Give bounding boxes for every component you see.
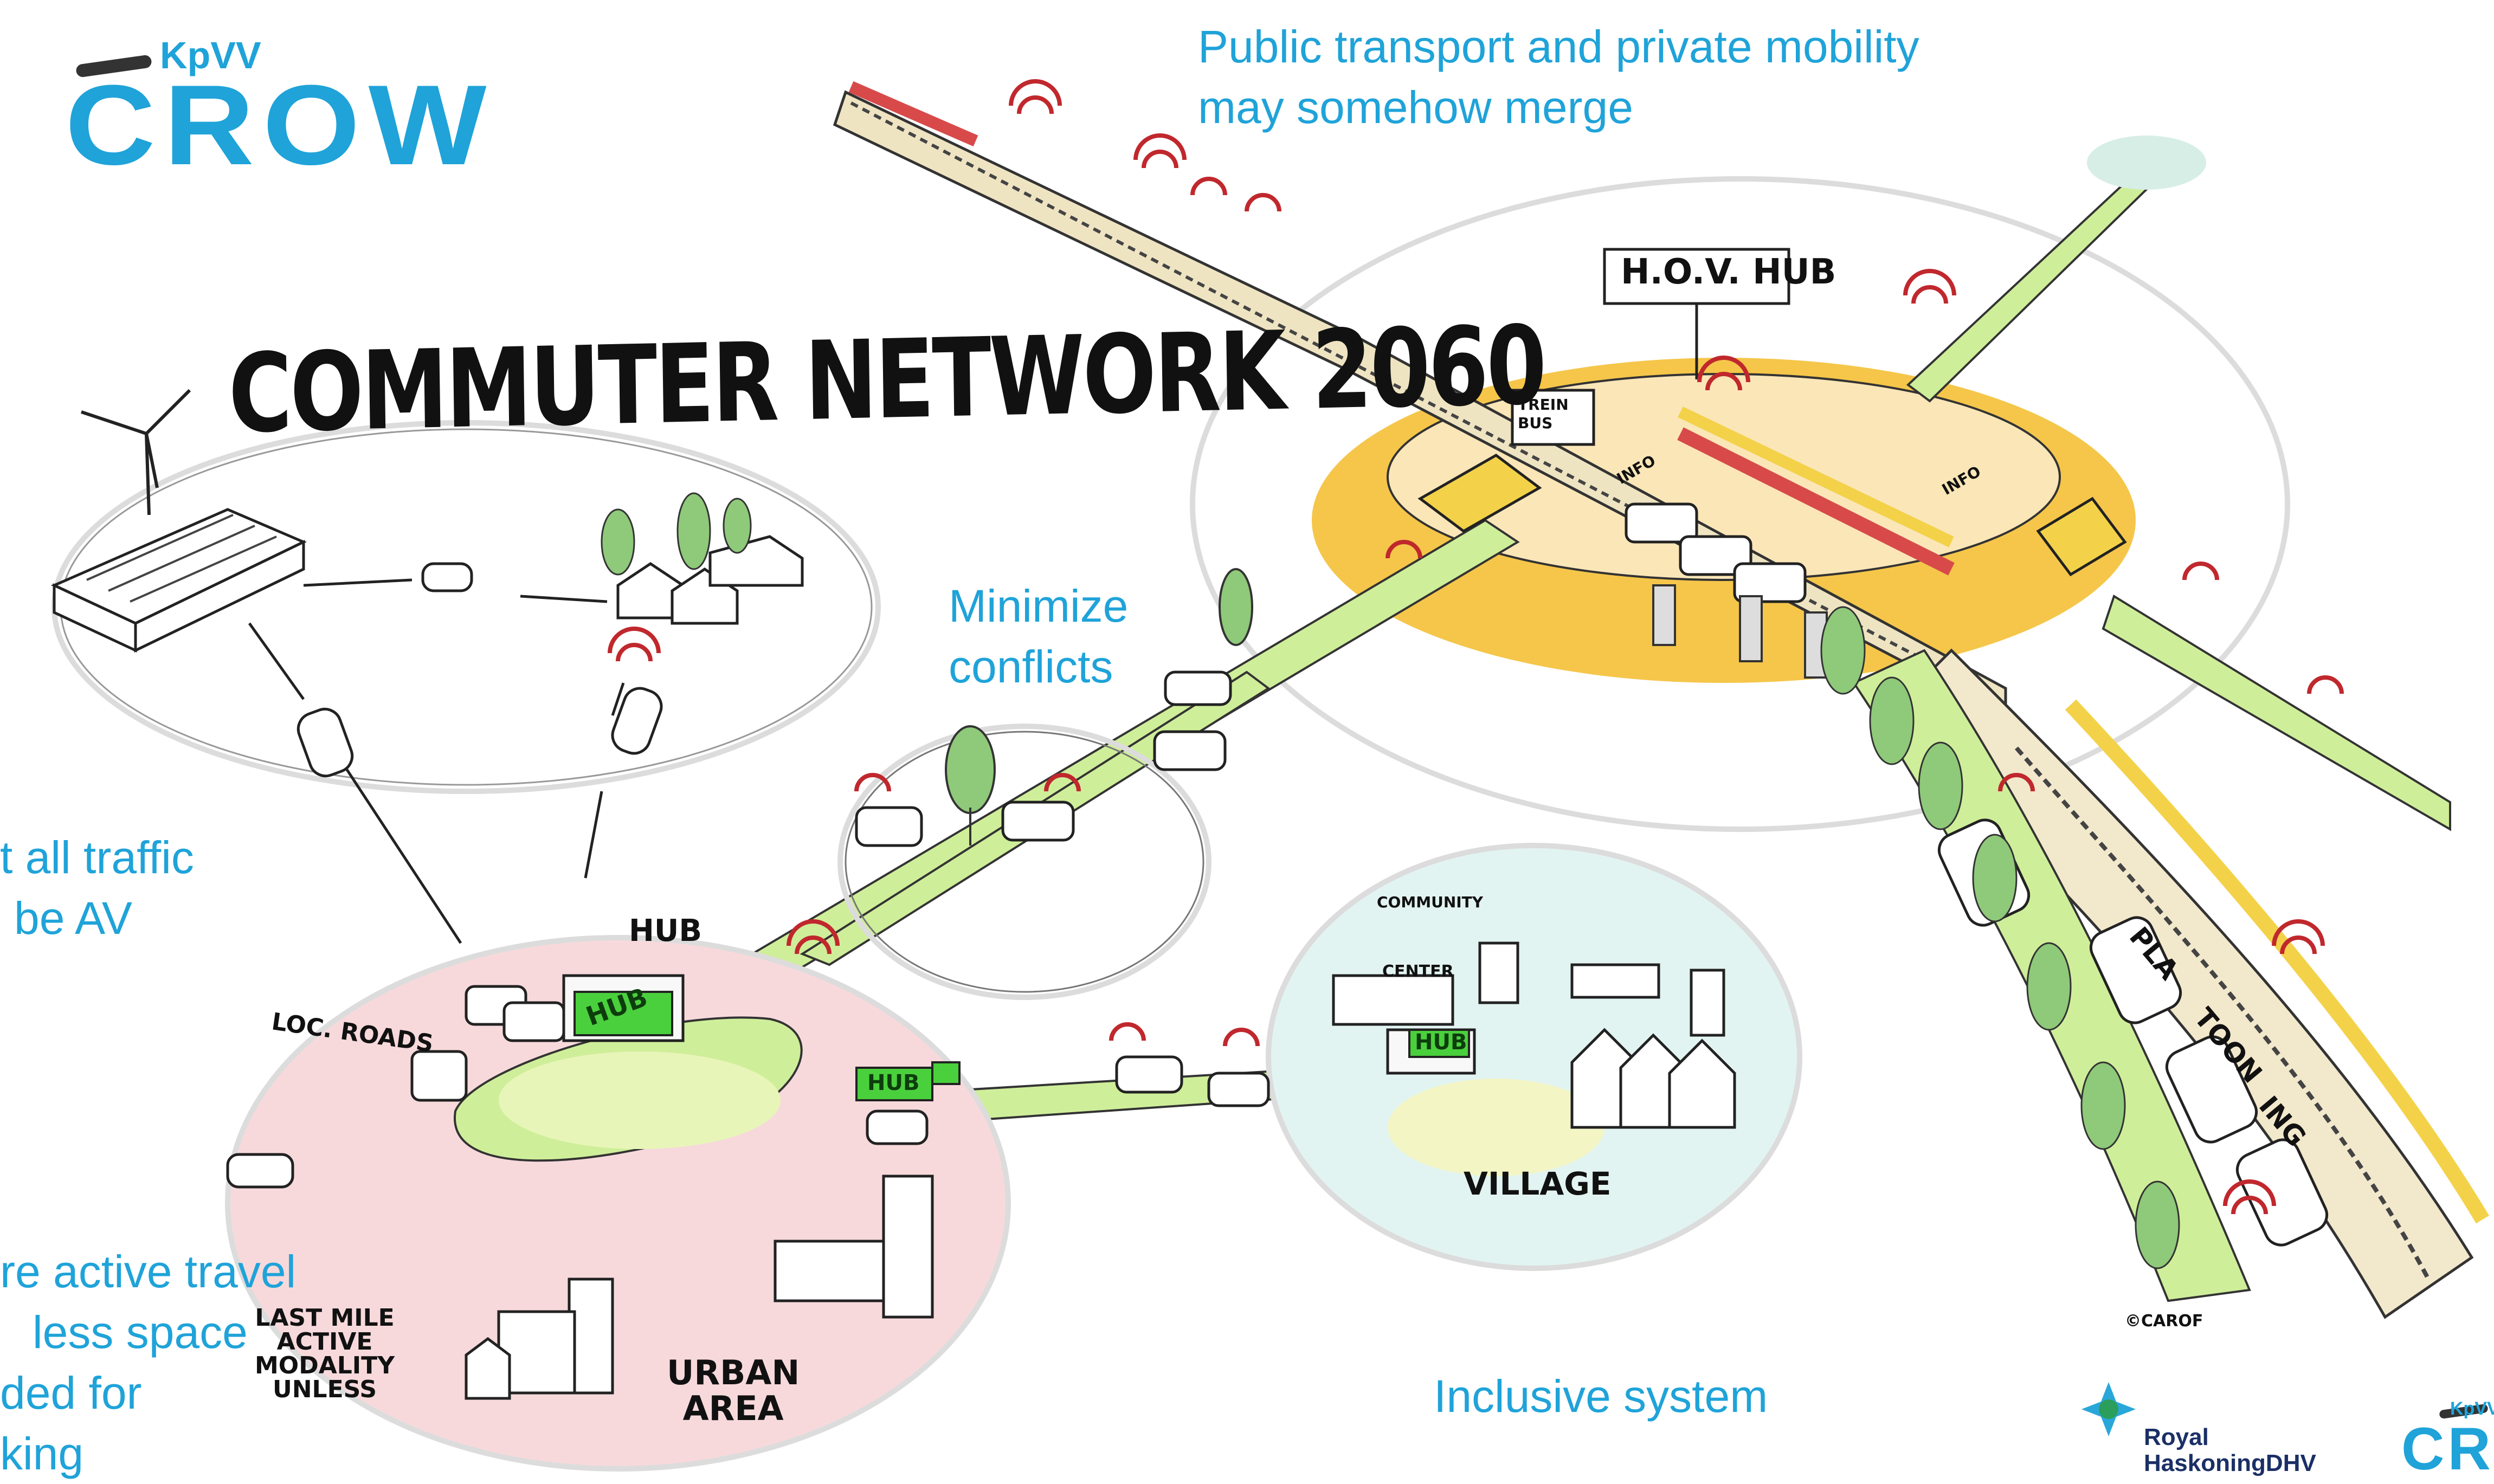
- av-lane-east: [2102, 594, 2451, 831]
- label-line: BUS: [1518, 414, 1553, 432]
- annotation-line: re active travel: [0, 1246, 297, 1297]
- annotation-line: less space: [33, 1307, 248, 1358]
- royal-haskoning-line: HaskoningDHV: [2144, 1450, 2316, 1476]
- wind-turbine-icon: [81, 389, 191, 515]
- annotation-public-transport: Public transport and private mobility ma…: [1198, 16, 1919, 138]
- label-community: COMMUNITY: [1377, 893, 1484, 911]
- label-urban-area: URBAN AREA: [667, 1355, 800, 1427]
- label-hov-hub: H.O.V. HUB: [1621, 252, 1836, 292]
- annotation-line: be AV: [14, 893, 132, 944]
- label-line: MODALITY: [255, 1352, 395, 1379]
- hub-shelter-lane: [855, 1061, 961, 1101]
- label-line: ACTIVE: [276, 1328, 373, 1356]
- royal-haskoning-logo: Royal HaskoningDHV: [2144, 1424, 2316, 1476]
- label-line: AREA: [682, 1389, 784, 1428]
- artist-signature: ©CAROF: [2125, 1312, 2203, 1331]
- annotation-active-travel: re active travel less space ded for king: [0, 1241, 296, 1484]
- annotation-all-traffic-av: t all traffic be AV: [0, 827, 194, 949]
- label-line: UNLESS: [273, 1376, 377, 1403]
- annotation-line: t all traffic: [0, 832, 194, 883]
- logo-crow: CROW: [65, 61, 495, 189]
- conflict-zone: [837, 724, 1211, 1000]
- hub-shelter-village: [1386, 1028, 1476, 1075]
- annotation-line: Public transport and private mobility: [1198, 21, 1919, 72]
- royal-haskoning-logo-icon: [2081, 1382, 2136, 1436]
- label-hub-green-3: HUB: [1415, 1030, 1467, 1055]
- annotation-line: conflicts: [949, 641, 1113, 692]
- logo-swoosh: [76, 55, 152, 78]
- annotation-line: ded for: [0, 1367, 142, 1418]
- urban-buildings: [465, 1175, 934, 1400]
- hub-shelter-urban: [562, 974, 685, 1042]
- label-trein-bus: TREIN BUS: [1518, 396, 1569, 433]
- village-zone: [1266, 843, 1802, 1271]
- label-center: CENTER: [1382, 962, 1454, 981]
- logo-kpvv: KpVV: [160, 34, 261, 76]
- annotation-line: Minimize: [949, 580, 1129, 631]
- ramp: [1417, 454, 2127, 577]
- label-line: URBAN: [667, 1353, 800, 1392]
- label-last-mile: LAST MILE ACTIVE MODALITY UNLESS: [255, 1306, 395, 1402]
- annotation-minimize-conflicts: Minimize conflicts: [949, 576, 1128, 697]
- annotation-inclusive-system: Inclusive system: [1434, 1371, 1768, 1422]
- logo-crow-small: CRO: [2401, 1416, 2494, 1482]
- label-village: VILLAGE: [1464, 1165, 1612, 1202]
- label-line: LAST MILE: [255, 1304, 395, 1332]
- wifi-signal-icon: [608, 79, 2344, 1215]
- annotation-line: king: [0, 1428, 84, 1479]
- label-hub-small: HUB: [629, 913, 703, 949]
- annotation-line: may somehow merge: [1198, 82, 1633, 133]
- label-line: TREIN: [1518, 396, 1569, 414]
- logo-swoosh-small: [2439, 1404, 2488, 1419]
- royal-haskoning-line: Royal: [2144, 1424, 2209, 1450]
- logo-kpvv-small: KpVV: [2450, 1398, 2494, 1419]
- tree: [945, 568, 1253, 846]
- farm-building: [50, 508, 307, 653]
- flow-arrows: [248, 578, 625, 944]
- label-hub-green-2: HUB: [867, 1070, 920, 1095]
- village-buildings: [1332, 941, 1736, 1129]
